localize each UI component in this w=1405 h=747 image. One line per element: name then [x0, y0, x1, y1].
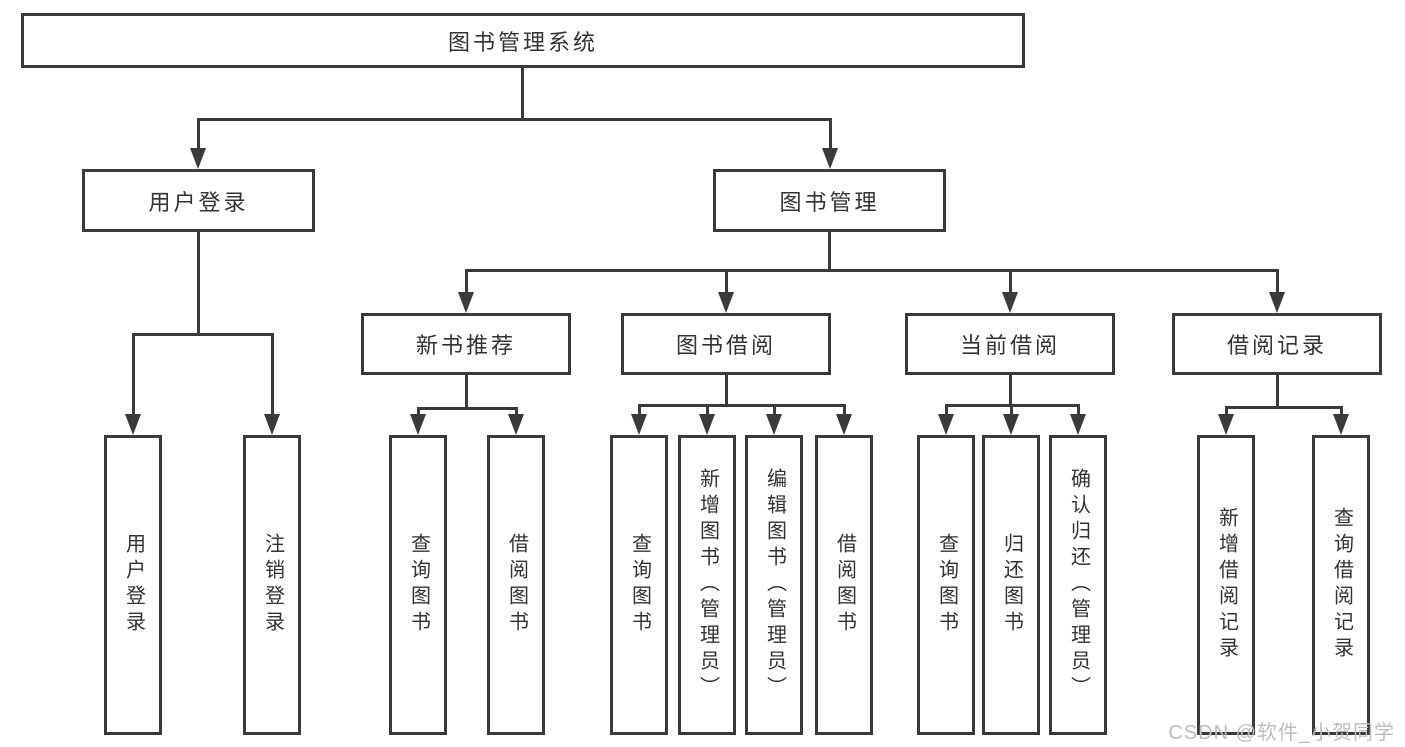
connector-stem-leaf: [638, 404, 641, 417]
connector-stem-records: [1276, 269, 1279, 295]
connector-userlogin-bus: [132, 333, 274, 336]
connector-stem-leaf: [271, 333, 274, 417]
node-label: 查询图书: [407, 533, 430, 637]
node-label: 用户登录: [122, 533, 145, 637]
connector-stem-leaf: [1340, 406, 1343, 417]
leaf-confirm-return-admin: 确认归还（管理员）: [1049, 435, 1107, 735]
connector-bookmgmt-stem: [828, 232, 831, 272]
node-label: 新增借阅记录: [1215, 507, 1238, 663]
connector-stem-leaf: [132, 333, 135, 417]
node-user-login: 用户登录: [82, 169, 315, 232]
connector-root-stem: [521, 67, 524, 121]
leaf-query-books-current: 查询图书: [917, 435, 975, 735]
leaf-return-books: 归还图书: [982, 435, 1040, 735]
node-label: 图书借阅: [675, 333, 776, 358]
connector-stem-leaf: [515, 407, 518, 417]
node-new-book-recommend: 新书推荐: [361, 313, 571, 375]
node-book-borrow: 图书借阅: [621, 313, 831, 375]
arrow-down-icon: [718, 292, 734, 313]
arrow-down-icon: [458, 292, 474, 313]
arrow-down-icon: [264, 414, 280, 435]
node-label: 查询图书: [935, 533, 958, 637]
node-label: 注销登录: [261, 533, 284, 637]
leaf-borrow-books: 借阅图书: [815, 435, 873, 735]
node-current-borrow: 当前借阅: [905, 313, 1115, 375]
connector-stem-leaf: [843, 404, 846, 417]
arrow-down-icon: [766, 414, 782, 435]
connector-stem-book-mgmt: [829, 118, 832, 152]
connector-newbook-bus: [417, 407, 518, 410]
node-label: 确认归还（管理员）: [1067, 468, 1090, 702]
connector-root-bus: [197, 118, 832, 121]
connector-bookmgmt-bus: [465, 269, 1279, 272]
leaf-query-books-recommend: 查询图书: [389, 435, 447, 735]
arrow-down-icon: [1003, 414, 1019, 435]
connector-stem-leaf: [1077, 404, 1080, 417]
node-label: 借阅记录: [1226, 333, 1327, 358]
node-label: 编辑图书（管理员）: [763, 468, 786, 702]
connector-stem-newbook: [465, 269, 468, 295]
node-label: 归还图书: [1000, 533, 1023, 637]
leaf-borrow-books-recommend: 借阅图书: [487, 435, 545, 735]
leaf-user-login: 用户登录: [104, 435, 162, 735]
arrow-down-icon: [508, 414, 524, 435]
csdn-watermark: CSDN @软件_小贺同学: [1168, 722, 1395, 744]
arrow-down-icon: [410, 414, 426, 435]
connector-stem-leaf: [773, 404, 776, 417]
arrow-down-icon: [1070, 414, 1086, 435]
connector-stem-user-login: [197, 118, 200, 152]
node-label: 借阅图书: [505, 533, 528, 637]
node-label: 用户登录: [148, 189, 249, 215]
connector-records-stem: [1276, 375, 1279, 409]
arrow-down-icon: [125, 414, 141, 435]
connector-stem-current: [1009, 269, 1012, 295]
leaf-add-books-admin: 新增图书（管理员）: [678, 435, 736, 735]
arrow-down-icon: [1269, 292, 1285, 313]
leaf-add-borrow-record: 新增借阅记录: [1197, 435, 1255, 735]
connector-stem-leaf: [706, 404, 709, 417]
node-label: 查询图书: [628, 533, 651, 637]
node-label: 图书管理: [779, 189, 880, 215]
connector-borrow-bus: [638, 404, 846, 407]
node-borrow-records: 借阅记录: [1172, 313, 1382, 375]
arrow-down-icon: [1218, 414, 1234, 435]
leaf-query-borrow-record: 查询借阅记录: [1312, 435, 1370, 735]
arrow-down-icon: [938, 414, 954, 435]
node-label: 借阅图书: [833, 533, 856, 637]
connector-records-bus: [1225, 406, 1343, 409]
node-label: 图书管理系统: [447, 29, 598, 55]
arrow-down-icon: [836, 414, 852, 435]
arrow-down-icon: [1333, 414, 1349, 435]
connector-newbook-stem: [465, 375, 468, 410]
connector-stem-borrow: [725, 269, 728, 295]
node-label: 新增图书（管理员）: [696, 468, 719, 702]
connector-stem-leaf: [945, 404, 948, 417]
node-label: 新书推荐: [415, 333, 516, 358]
node-library-system: 图书管理系统: [21, 13, 1025, 68]
arrow-down-icon: [699, 414, 715, 435]
leaf-query-books-borrow: 查询图书: [610, 435, 668, 735]
connector-userlogin-stem: [197, 232, 200, 336]
leaf-logout: 注销登录: [243, 435, 301, 735]
node-label: 查询借阅记录: [1330, 507, 1353, 663]
connector-current-stem: [1009, 375, 1012, 407]
arrow-down-icon: [822, 148, 838, 169]
node-label: 当前借阅: [959, 333, 1060, 358]
connector-stem-leaf: [1010, 404, 1013, 417]
connector-borrow-stem: [725, 375, 728, 407]
arrow-down-icon: [1002, 292, 1018, 313]
arrow-down-icon: [631, 414, 647, 435]
leaf-edit-books-admin: 编辑图书（管理员）: [745, 435, 803, 735]
connector-stem-leaf: [417, 407, 420, 417]
node-book-management: 图书管理: [713, 169, 946, 232]
connector-stem-leaf: [1225, 406, 1228, 417]
arrow-down-icon: [190, 148, 206, 169]
